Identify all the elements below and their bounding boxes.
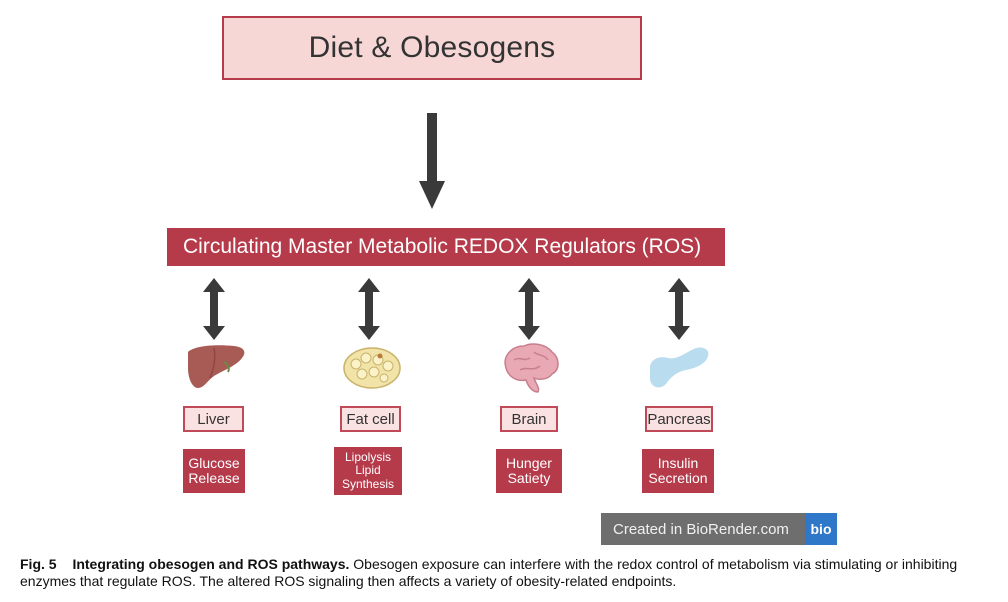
ros-regulators-label: Circulating Master Metabolic REDOX Regul… <box>183 235 702 258</box>
figure-title: Integrating obesogen and ROS pathways. <box>72 556 350 572</box>
organ-label-liver: Liver <box>183 406 244 432</box>
figure-number: Fig. 5 <box>20 556 57 572</box>
organ-label-pancreas: Pancreas <box>645 406 713 432</box>
liver-icon <box>188 345 245 388</box>
biorender-text: Created in BioRender.com <box>613 520 789 538</box>
effect-line: Secretion <box>648 470 708 486</box>
effect-line: Glucose <box>188 454 240 471</box>
effect-box-pancreas: Insulin Secretion <box>642 449 714 493</box>
effect-box-fat-cell: Lipolysis Lipid Synthesis <box>334 447 402 495</box>
biorender-watermark: Created in BioRender.com bio <box>601 513 837 545</box>
effect-box-brain: Hunger Satiety <box>496 449 562 493</box>
effect-line: Hunger <box>506 454 552 471</box>
organ-label-brain: Brain <box>500 406 558 432</box>
brain-icon <box>504 343 559 393</box>
pancreas-icon <box>650 347 709 388</box>
figure-caption-text: Obesogen exposure can interfere with the… <box>20 556 958 589</box>
double-arrow-icon <box>518 278 540 340</box>
down-arrow-icon <box>419 113 445 209</box>
double-arrow-icon <box>668 278 690 340</box>
effect-box-liver: Glucose Release <box>183 449 245 493</box>
diet-obesogens-box: Diet & Obesogens <box>222 16 642 80</box>
effect-line: Satiety <box>507 470 551 486</box>
effect-line: Release <box>188 470 240 486</box>
effect-line: Lipid <box>355 463 381 478</box>
diet-obesogens-label: Diet & Obesogens <box>308 31 556 64</box>
double-arrow-icon <box>358 278 380 340</box>
effect-line: Synthesis <box>341 476 395 491</box>
organ-label-text: Pancreas <box>647 410 711 428</box>
effect-line: Lipolysis <box>344 450 392 465</box>
ros-regulators-banner: Circulating Master Metabolic REDOX Regul… <box>167 228 725 266</box>
fat-cell-icon <box>343 347 401 389</box>
organ-label-text: Liver <box>197 410 230 428</box>
effect-line: Insulin <box>657 454 699 471</box>
organ-label-fat-cell: Fat cell <box>340 406 401 432</box>
organ-label-text: Brain <box>511 410 547 428</box>
organ-label-text: Fat cell <box>346 410 395 428</box>
figure-caption: Fig. 5 Integrating obesogen and ROS path… <box>20 556 995 590</box>
biorender-logo: bio <box>805 513 837 545</box>
double-arrow-icon <box>203 278 225 340</box>
